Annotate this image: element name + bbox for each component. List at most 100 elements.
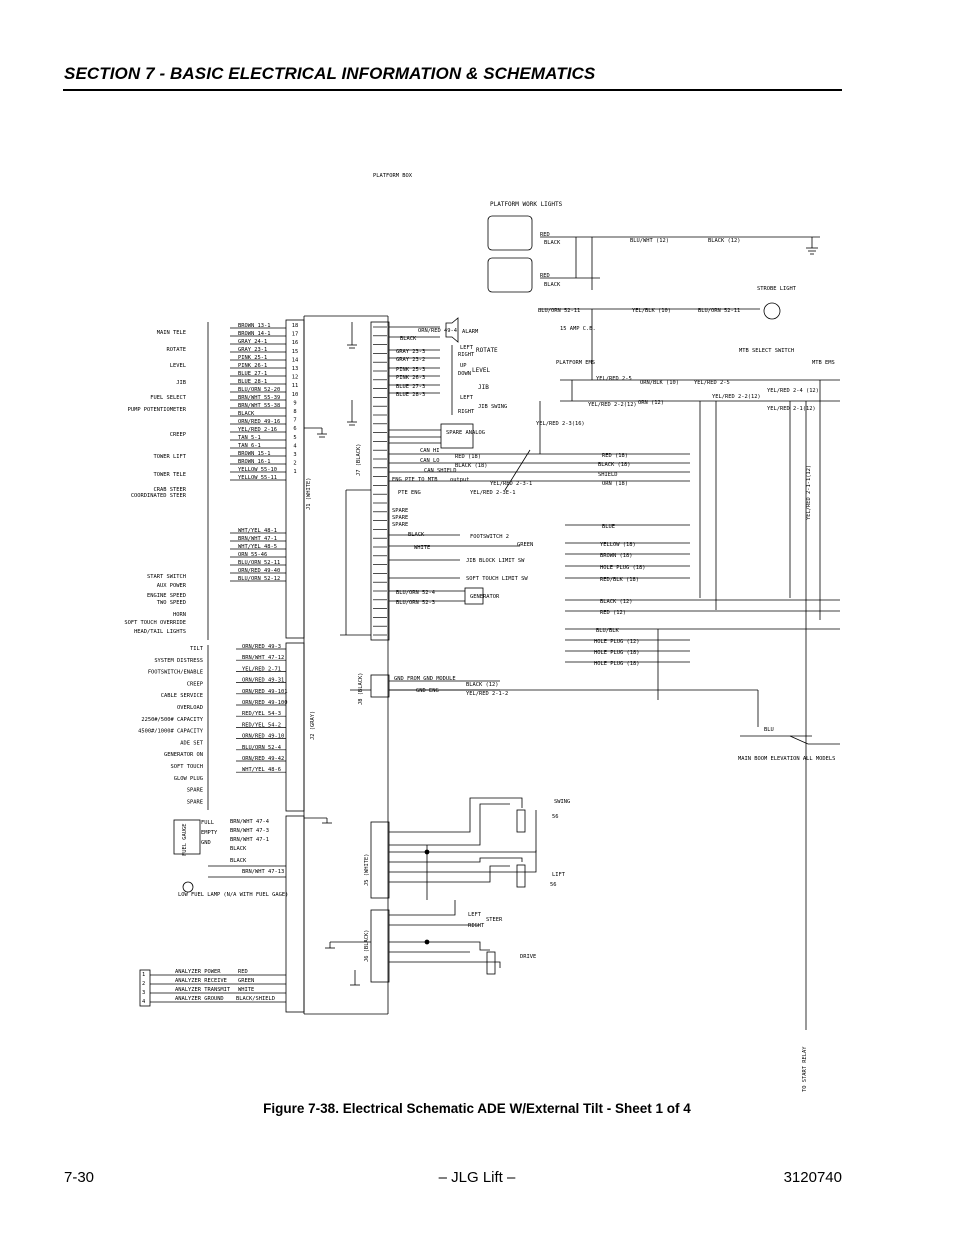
j8-gnd-eng: GND ENG [416, 688, 439, 694]
ems-yelred-2: YEL/RED 2-2(12) [588, 402, 637, 408]
wl-black-2: BLACK [544, 282, 561, 288]
j2-function-5: OVERLOAD [177, 705, 203, 711]
j1-pin-2: 16 [292, 340, 299, 346]
j1-function-7: TOWER LIFT [154, 454, 187, 460]
fg-wire-3: BLACK [230, 846, 247, 852]
can-hi: CAN HI [420, 448, 439, 454]
j2-connector-label: J2 (GRAY) [310, 711, 316, 740]
j7-label-rotate: ROTATE [476, 347, 498, 354]
j1-function-11: START SWITCH [147, 574, 186, 580]
an-row-1: ANALYZER RECEIVE [175, 978, 227, 984]
j2-wire-2: YEL/RED 2-71 [242, 666, 281, 672]
mtb-yelred-2: YEL/RED 2-2(12) [712, 394, 761, 400]
j1-function-8: TOWER TELE [154, 472, 186, 478]
rm-brown: BROWN (18) [600, 553, 632, 559]
mtb-ems-label: MTB EMS [812, 360, 835, 366]
low-fuel-lamp: LOW FUEL LAMP (N/A WITH FUEL GAGE) [178, 892, 288, 898]
j7-wire-5: PINK 26-3 [396, 375, 425, 381]
fg-pin-empty: EMPTY [201, 830, 218, 836]
rm-yellow: YELLOW (18) [600, 542, 636, 548]
j1-function-10: COORDINATED STEER [131, 493, 187, 499]
strobe-wire-1: BLU/ORN 52-11 [538, 308, 580, 314]
j2-function-10: SOFT TOUCH [171, 764, 203, 770]
j1-pin-11: 7 [293, 418, 296, 424]
j2-wire-4: ORN/RED 49-101 [242, 689, 287, 695]
j1-function-13: ENGINE SPEED [147, 593, 186, 599]
j2-function-2: FOOTSWITCH/ENABLE [148, 670, 203, 676]
j1-pin-0: 18 [292, 323, 299, 329]
spare-analog: SPARE ANALOG [446, 430, 485, 436]
j7-wire-4: PINK 25-3 [396, 367, 425, 373]
j2-function-8: ADE SET [180, 740, 203, 746]
rm-hp18b: HOLE PLUG (18) [594, 661, 639, 667]
rm-blublk: BLU/BLK [596, 628, 619, 634]
j1-function-3: JIB [176, 380, 186, 386]
j2-wire-0: ORN/RED 49-3 [242, 644, 281, 650]
rm-holeplug: HOLE PLUG (18) [600, 565, 645, 571]
wl-red-2: RED [540, 273, 550, 279]
rm-redblk: RED/BLK (18) [600, 577, 639, 583]
steer-right: RIGHT [468, 923, 485, 929]
j2-function-6: 2250#/500# CAPACITY [141, 717, 203, 723]
rm-red12: RED (12) [600, 610, 626, 616]
j1-pin-5: 13 [292, 366, 299, 372]
eng-pte: ENG PTE TO MTB [392, 477, 437, 483]
j7-wire-0: ORN/RED 49-4 [418, 328, 457, 334]
j1-wire-0: BROWN 13-1 [238, 323, 270, 329]
can-red: RED (18) [455, 454, 481, 460]
j7-label-left2: LEFT [460, 395, 474, 401]
can-shield: CAN SHIELD [424, 468, 456, 474]
j7-label-level: LEVEL [472, 367, 490, 374]
j1-function-0: MAIN TELE [157, 330, 186, 336]
an-pin-1: 1 [142, 972, 145, 978]
footer-brand: – JLG Lift – [438, 1169, 516, 1186]
j1-pin-12: 6 [293, 426, 296, 432]
j1-wire-10: BRN/WHT 55-38 [238, 403, 280, 409]
j7-bluorn-1: BLU/ORN 52-4 [396, 590, 435, 596]
j2-function-7: 4500#/1000# CAPACITY [138, 729, 204, 735]
j1-pin-7: 11 [292, 383, 299, 389]
j1-wire-23: ORN 55-46 [238, 552, 267, 558]
fuel-gauge-label: FUEL GAUGE [182, 824, 188, 856]
j1-pin-17: 1 [293, 469, 296, 475]
j1-function-16: SOFT TOUCH OVERRIDE [124, 620, 186, 626]
an-row-2: ANALYZER TRANSMIT [175, 987, 231, 993]
section-title: SECTION 7 - BASIC ELECTRICAL INFORMATION… [64, 64, 596, 83]
j1-pin-14: 4 [293, 443, 296, 449]
page-number: 7-30 [64, 1169, 95, 1186]
j2-function-1: SYSTEM DISTRESS [154, 658, 203, 664]
j1-wire-6: BLUE 27-1 [238, 371, 267, 377]
j7-bluorn-2: BLU/ORN 52-3 [396, 600, 435, 606]
j7-label-jibswing: JIB SWING [478, 404, 507, 410]
j2-function-13: SPARE [187, 799, 203, 805]
j1-pin-6: 12 [292, 375, 299, 381]
j1-function-9: CRAB STEER [154, 487, 187, 493]
j1-wire-15: TAN 6-1 [238, 443, 261, 449]
j7-spare-3: SPARE [392, 522, 408, 528]
ems-yelred-3: YEL/RED 2-3(16) [536, 421, 585, 427]
j7-spare-1: SPARE [392, 508, 408, 514]
j1-wire-18: YELLOW 55-10 [238, 467, 277, 473]
j1-pin-13: 5 [293, 435, 296, 441]
jib-block-limit: JIB BLOCK LIMIT SW [466, 558, 525, 564]
platform-ems-label: PLATFORM EMS [556, 360, 595, 366]
swing-code: 56 [552, 814, 559, 820]
an-pin-2: 2 [142, 981, 145, 987]
j1-wire-20: WHT/YEL 48-1 [238, 528, 277, 534]
can-yelred: YEL/RED 2-3-1 [490, 481, 532, 487]
an-wire-1: GREEN [238, 978, 254, 984]
j1-wire-12: ORN/RED 49-16 [238, 419, 280, 425]
j7-white: WHITE [414, 545, 430, 551]
j2-wire-9: BLU/ORN 52-4 [242, 745, 281, 751]
j7-label-alarm: ALARM [462, 329, 479, 335]
j2-wire-1: BRN/WHT 47-12 [242, 655, 284, 661]
j1-connector-label: J1 (WHITE) [306, 478, 312, 510]
j1-wire-16: BROWN 15-1 [238, 451, 270, 457]
j1-wire-19: YELLOW 55-11 [238, 475, 277, 481]
an-row-0: ANALYZER POWER [175, 969, 221, 975]
j1-pin-1: 17 [292, 332, 299, 338]
j7-label-right2: RIGHT [458, 409, 475, 415]
j8-black12: BLACK (12) [466, 682, 498, 688]
wl-red-1: RED [540, 232, 550, 238]
